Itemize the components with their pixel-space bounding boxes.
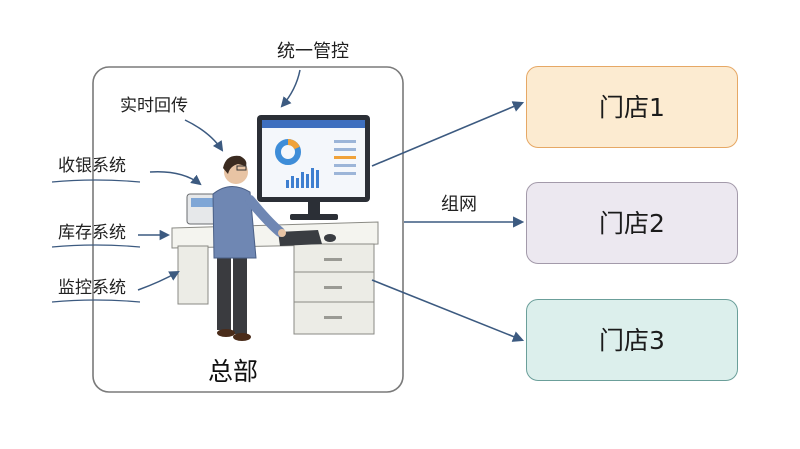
mouse-illustration	[324, 234, 336, 242]
operator-illustration	[212, 155, 286, 341]
inventory-system-label: 库存系统	[58, 223, 126, 243]
realtime-label: 实时回传	[120, 96, 188, 116]
headquarters-title: 总部	[208, 357, 259, 386]
store-name: 门店2	[599, 208, 665, 238]
monitoring-system-arrow	[137, 270, 180, 291]
network-label: 组网	[441, 194, 477, 215]
monitoring-system-label: 监控系统	[58, 278, 126, 298]
cashier-system-arrow	[149, 171, 202, 186]
realtime-arrow	[184, 119, 224, 152]
monitor-illustration	[257, 115, 370, 220]
store-box-1: 门店1	[526, 66, 738, 148]
desk-illustration	[171, 221, 379, 335]
store-name: 门店1	[599, 92, 665, 122]
store3-arrow	[371, 279, 525, 342]
store1-arrow	[371, 101, 525, 167]
unified-control-arrow	[280, 69, 301, 108]
cashier-underline	[51, 179, 141, 183]
cashier-system-label: 收银系统	[58, 156, 126, 176]
headquarters-frame	[92, 66, 404, 393]
store-box-2: 门店2	[526, 182, 738, 264]
cash-register-illustration	[186, 193, 218, 225]
keyboard-illustration	[278, 230, 336, 246]
unified-control-label: 统一管控	[277, 41, 349, 62]
inventory-underline	[51, 244, 141, 248]
store-name: 门店3	[599, 325, 665, 355]
store-box-3: 门店3	[526, 299, 738, 381]
monitoring-underline	[51, 299, 141, 303]
